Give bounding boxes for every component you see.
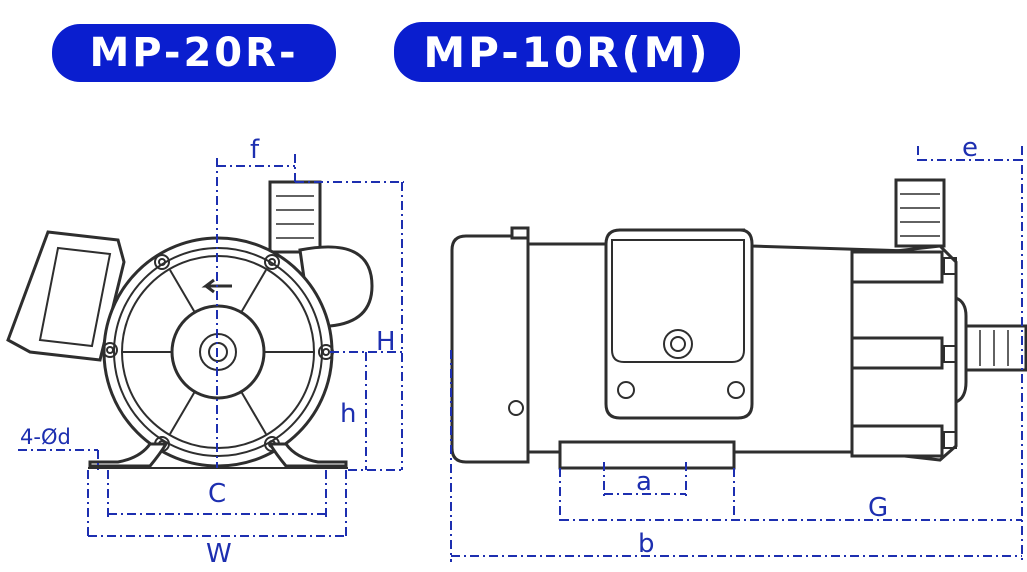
discharge-nozzle — [268, 180, 322, 254]
dimension-label-b: b — [638, 529, 655, 559]
model-badge-mp-10r-m: MP-10R(M) — [394, 22, 740, 82]
lifting-tab — [510, 226, 530, 240]
dimension-label-a: a — [636, 467, 652, 497]
dimension-label-holes: 4-Ød — [20, 425, 71, 449]
side-suction-nozzle — [964, 324, 1027, 372]
model-badge-mp-20r: MP-20R- — [52, 24, 336, 82]
left-foot — [88, 442, 169, 468]
motor-end-cap — [450, 234, 530, 464]
dimension-label-H: H — [376, 327, 396, 357]
rotation-arrow-icon — [201, 278, 232, 294]
head-flange-middle — [850, 336, 944, 370]
head-flange-bottom — [850, 424, 944, 458]
dimension-label-C: C — [208, 479, 226, 509]
terminal-box-lid — [38, 246, 112, 348]
dimension-label-e: e — [962, 133, 978, 163]
dimension-label-W: W — [206, 539, 232, 569]
dimension-label-h: h — [340, 399, 356, 429]
base-plate — [558, 440, 736, 470]
side-view: e a G b — [450, 133, 1027, 562]
head-flange-top — [850, 250, 944, 284]
top-discharge-nozzle — [894, 178, 946, 248]
dimension-label-G: G — [868, 493, 888, 523]
terminal-box — [604, 228, 754, 420]
front-view: f H h 4-Ød C W — [6, 135, 404, 569]
front-plate — [954, 295, 968, 405]
dimension-label-f: f — [250, 135, 260, 165]
right-foot — [267, 442, 348, 468]
